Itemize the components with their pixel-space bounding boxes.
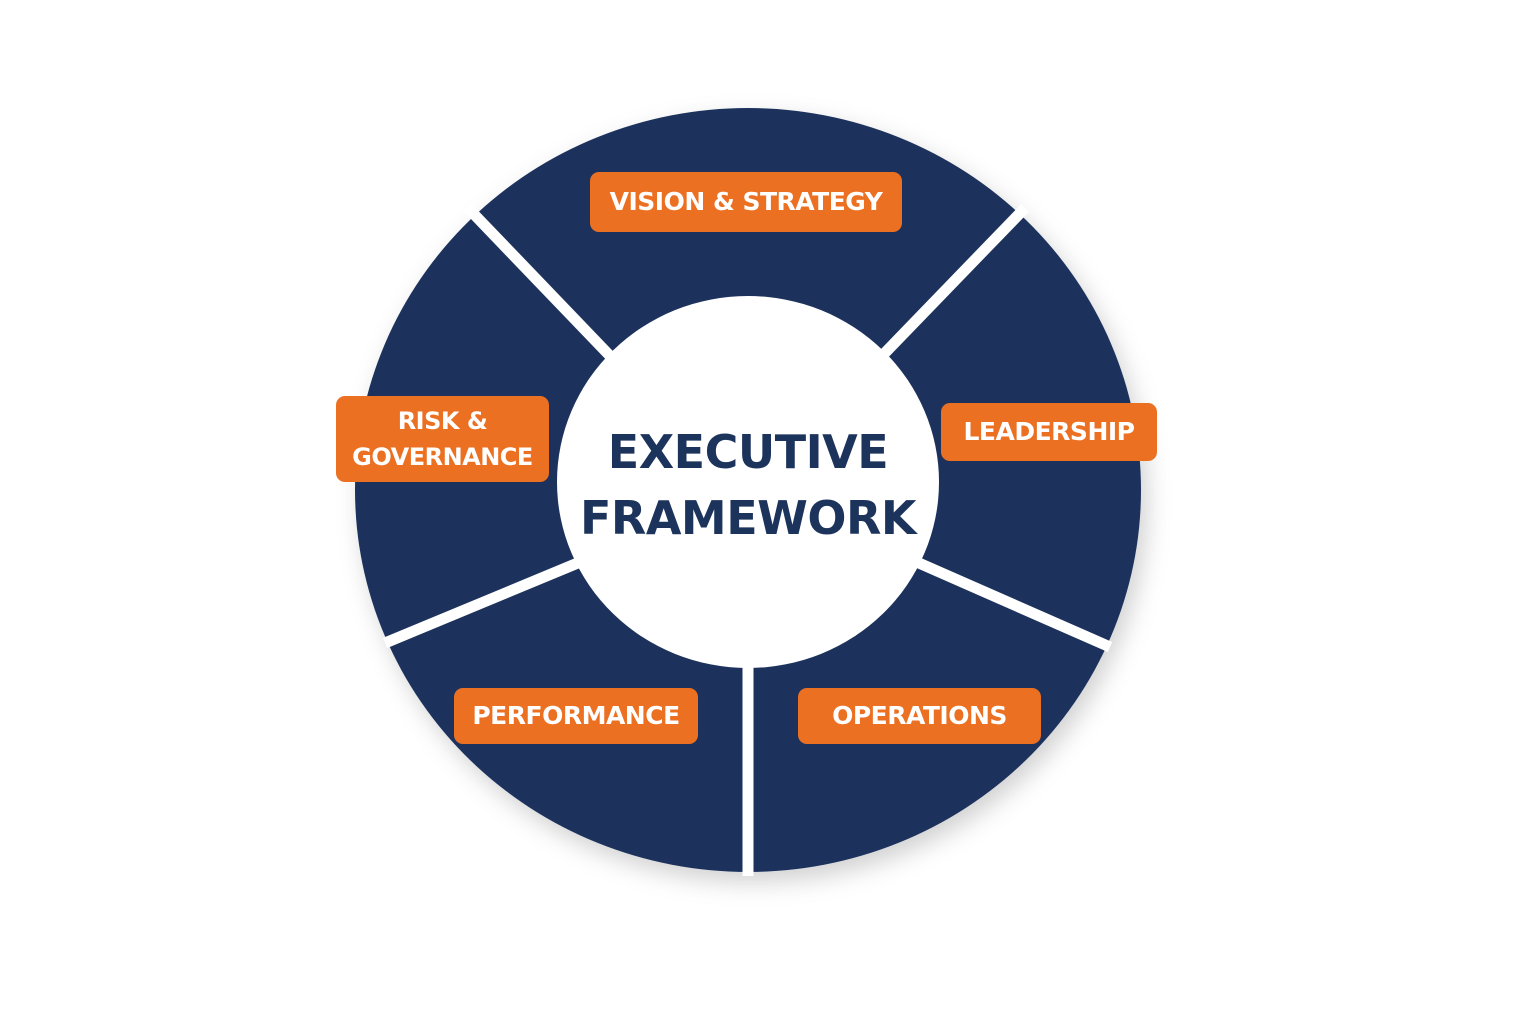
segment-label-vision-strategy: VISION & STRATEGY [590, 172, 902, 232]
segment-label-operations: OPERATIONS [798, 688, 1041, 744]
divider-lower-left [382, 554, 588, 649]
center-title-line1: EXECUTIVE [607, 425, 889, 479]
segment-label-leadership: LEADERSHIP [941, 403, 1157, 461]
divider-upper-right [876, 204, 1029, 362]
center-hub [557, 296, 939, 668]
segment-label-risk-governance: RISK & GOVERNANCE [336, 396, 549, 482]
center-title-line2: FRAMEWORK [579, 491, 917, 545]
divider-upper-left [464, 204, 616, 362]
segment-label-performance: PERFORMANCE [454, 688, 698, 744]
divider-lower-right [909, 554, 1113, 653]
segment-dividers [382, 204, 1113, 876]
center-title: EXECUTIVE FRAMEWORK [560, 410, 936, 560]
